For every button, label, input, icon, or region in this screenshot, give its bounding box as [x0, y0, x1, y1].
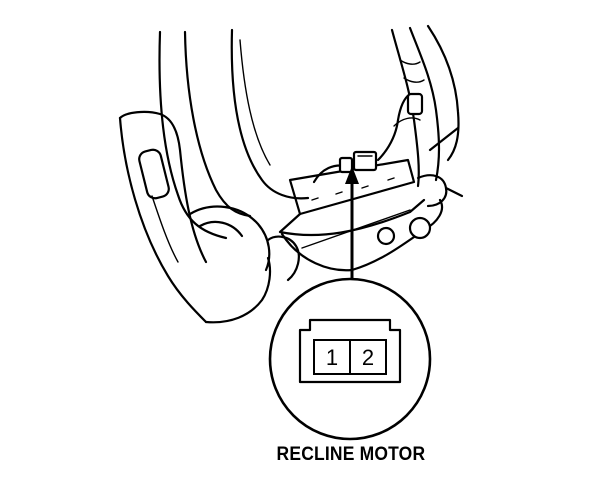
harness-connector-a	[338, 156, 354, 174]
wiring-harness	[312, 92, 424, 184]
pin-1-label: 1	[326, 345, 338, 370]
seat-cushion	[188, 205, 300, 324]
side-lever	[118, 110, 208, 324]
recline-mechanism	[278, 158, 464, 272]
harness-connector-b	[352, 150, 378, 172]
pin-2-label: 2	[362, 345, 374, 370]
leader-arrow	[345, 166, 359, 290]
seat-back	[158, 28, 310, 240]
caption-label: RECLINE MOTOR	[276, 444, 426, 465]
connector-detail: 1 2	[268, 277, 432, 441]
arrow-head-icon	[345, 166, 359, 184]
seat-back-frame	[390, 24, 460, 188]
connector-housing	[298, 318, 402, 384]
caption: RECLINE MOTOR	[28, 444, 587, 466]
